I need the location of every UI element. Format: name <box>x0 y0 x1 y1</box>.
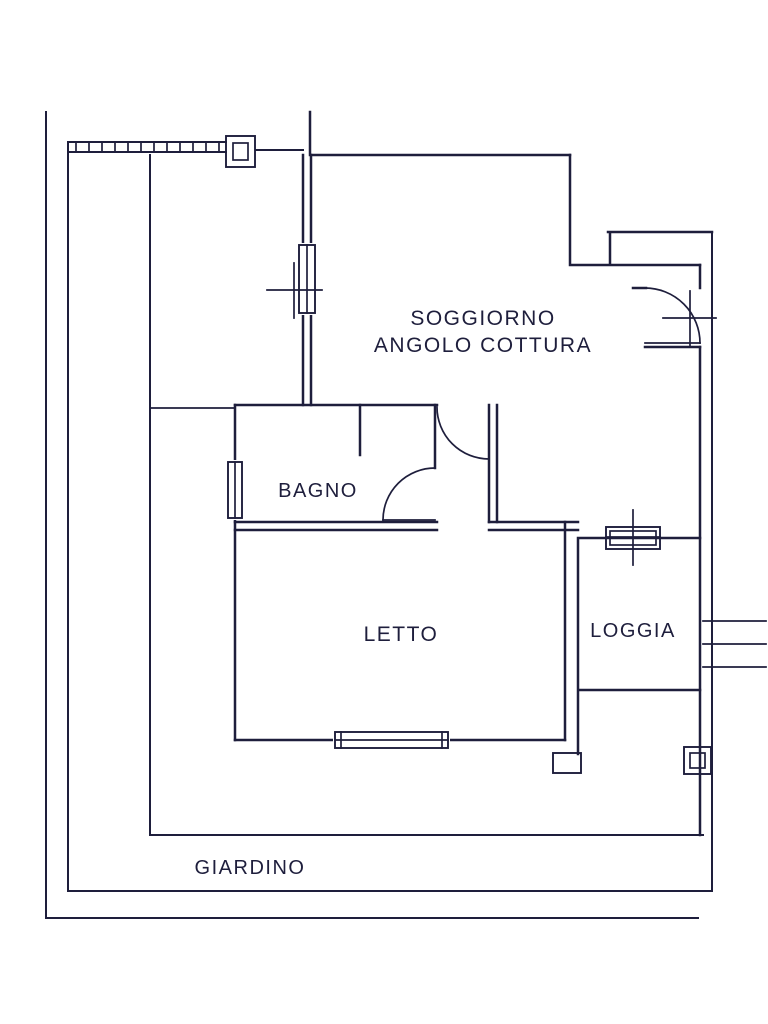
room-label-letto: LETTO <box>364 623 439 646</box>
room-label-loggia: LOGGIA <box>590 620 676 642</box>
cross-marker-entrance <box>662 290 717 347</box>
soggiorno-window <box>297 243 317 315</box>
fence-post-outer <box>225 135 256 168</box>
fence-post-inner <box>232 142 249 161</box>
pillar <box>552 752 582 774</box>
cross-marker-soggiorno-window <box>266 262 323 319</box>
boundary-outer <box>45 111 699 919</box>
exterior-walls <box>233 110 714 837</box>
gate-post-outer <box>683 746 712 775</box>
property-boundary <box>45 111 713 919</box>
room-label-giardino: GIARDINO <box>195 857 306 879</box>
room-label-soggiorno: SOGGIORNO <box>410 307 555 330</box>
top-right-walls <box>568 153 714 267</box>
boundary-middle <box>67 141 713 892</box>
bagno-window <box>226 460 244 520</box>
room-label-angolo-cottura: ANGOLO COTTURA <box>374 334 592 357</box>
door-swing-arc <box>382 467 436 521</box>
interior-walls <box>233 403 582 774</box>
door-frame <box>631 286 702 349</box>
window-glass-line <box>334 731 449 749</box>
gate-post <box>683 746 712 775</box>
letto-top-wall <box>233 520 580 532</box>
door-swing-arc <box>436 406 490 460</box>
axis-markers <box>266 262 717 566</box>
boundary-inner-patio <box>149 154 704 836</box>
loggia-walls <box>576 536 702 756</box>
door-swing-arc <box>644 287 701 344</box>
room-label-bagno: BAGNO <box>278 480 358 502</box>
steps <box>702 620 767 668</box>
fence-rails <box>67 141 304 153</box>
cross-marker-loggia-window <box>605 509 661 566</box>
bagno-door <box>382 467 436 521</box>
top-wall <box>308 110 572 157</box>
fence-post <box>225 135 256 168</box>
corridor-wall <box>487 403 499 524</box>
gate-post-inner <box>689 752 706 769</box>
soggiorno-door <box>436 406 490 460</box>
windows <box>226 243 661 750</box>
room-labels: SOGGIORNO ANGOLO COTTURA BAGNO LETTO LOG… <box>195 307 676 879</box>
step-lines <box>702 620 767 668</box>
letto-window <box>333 730 450 750</box>
garden-fence <box>67 135 712 775</box>
fence-hatch-marks <box>75 141 220 153</box>
